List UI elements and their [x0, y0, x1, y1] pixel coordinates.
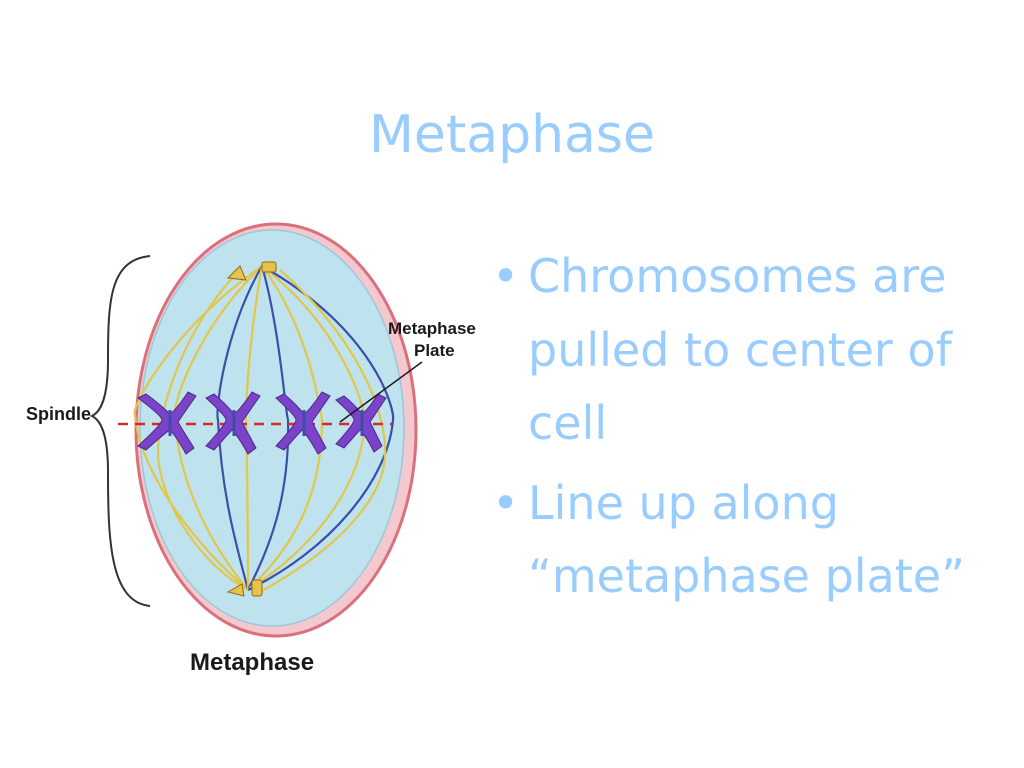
- metaphase-svg: Spindle Metaphase Plate Metaphase: [26, 222, 476, 676]
- chromosome-1: [137, 391, 197, 455]
- centriole-bottom-right: [251, 579, 263, 597]
- bullet-item: • Chromosomes are pulled to center of ce…: [492, 240, 1012, 461]
- centriole-top-right: [261, 261, 277, 273]
- metaphase-diagram: Spindle Metaphase Plate Metaphase: [0, 210, 500, 700]
- label-plate-line1: Metaphase: [388, 319, 476, 338]
- bullet-dot: •: [492, 249, 520, 303]
- centriole-bottom-left: [226, 583, 245, 597]
- diagram-caption: Metaphase: [190, 649, 314, 676]
- label-plate-line2: Plate: [414, 341, 455, 360]
- bullet-text: Chromosomes are pulled to center of cell: [528, 249, 952, 451]
- bullet-item: • Line up along “metaphase plate”: [492, 467, 1012, 614]
- bullet-text: Line up along “metaphase plate”: [528, 475, 965, 604]
- plate-pointer-line: [339, 361, 423, 423]
- bullet-list: • Chromosomes are pulled to center of ce…: [492, 240, 1012, 620]
- bullet-dot: •: [492, 475, 520, 530]
- slide-title: Metaphase: [368, 105, 656, 165]
- centromeres: [168, 410, 364, 436]
- label-spindle: Spindle: [26, 404, 91, 424]
- spindle-brace: [89, 255, 151, 607]
- centriole-top-left: [226, 265, 247, 281]
